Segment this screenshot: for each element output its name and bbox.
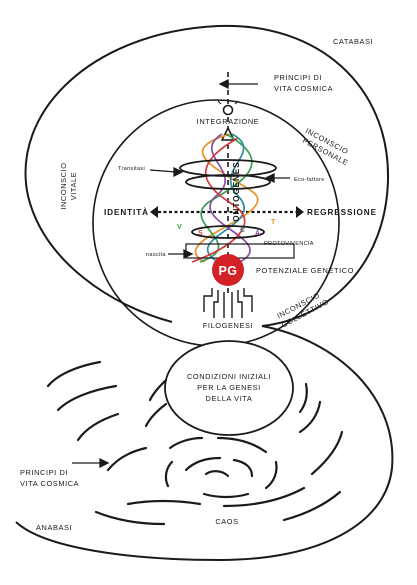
- helix-letter-c: C: [240, 227, 245, 234]
- outer-spiral-tail: [15, 325, 394, 562]
- principi-top-line2: VITA COSMICA: [274, 84, 333, 93]
- inconscio-vitale-line2: VITALE: [69, 172, 78, 201]
- integrazione-label: INTEGRAZIONE: [197, 117, 260, 126]
- principi-bottom-line2: VITA COSMICA: [20, 479, 79, 488]
- helix-letter-s: S: [198, 230, 203, 237]
- helix-letter-a: A: [255, 230, 260, 237]
- outer-cosmic-loop: [24, 24, 390, 327]
- caos-label: CAOS: [215, 517, 238, 526]
- condizioni-line1: CONDIZIONI INIZIALI: [187, 372, 271, 381]
- regressione-label: REGRESSIONE: [307, 208, 377, 217]
- filogenesi-label: FILOGENESI: [203, 321, 253, 330]
- anabasi-label: ANABASI: [36, 523, 72, 532]
- condizioni-line3: DELLA VITA: [206, 394, 253, 403]
- phylogenesis-roots: [203, 288, 253, 318]
- principi-bottom-line1: PRINCIPI DI: [20, 468, 68, 477]
- regression-arrowhead: [296, 206, 304, 218]
- chaos-swirls: [46, 360, 344, 526]
- identita-label: IDENTITÀ: [104, 207, 149, 217]
- identity-arrowhead: [150, 206, 158, 218]
- helix-strand-orange: [194, 133, 259, 263]
- condizioni-line2: PER LA GENESI: [197, 383, 261, 392]
- pg-circle: [212, 254, 244, 286]
- pg-label: PG: [218, 264, 237, 278]
- protovivencia-label: PROTOVIVENCIA: [264, 241, 314, 247]
- principi-top-line1: PRINCIPI DI: [274, 73, 322, 82]
- helix-letter-t: T: [271, 219, 276, 226]
- initial-conditions-circle: [164, 340, 294, 436]
- helix-letter-v: V: [177, 224, 182, 231]
- annotation-arrows: [72, 78, 290, 469]
- ontogenesis-helix: [191, 133, 259, 263]
- integration-rays: [217, 99, 239, 105]
- potenziale-genetico-label: POTENZIALE GENETICO: [256, 266, 354, 275]
- transitasi-label: Transitasi: [118, 166, 145, 172]
- integration-node: [222, 104, 234, 116]
- inconscio-vitale-line1: INCONSCIO: [59, 162, 68, 209]
- nascita-label: nascita: [146, 252, 166, 258]
- catabasi-label: CATABASI: [333, 37, 373, 46]
- helix-rings: [179, 159, 277, 239]
- ontogenesi-label: ONTOGENESI: [232, 158, 241, 221]
- eco-fattore-label: Eco-fattore: [294, 177, 325, 183]
- helix-strand-green: [199, 133, 253, 263]
